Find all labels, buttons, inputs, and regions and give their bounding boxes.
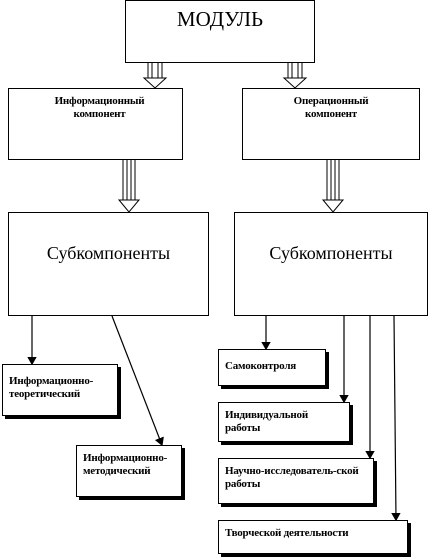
module-to-info-arrow bbox=[142, 63, 168, 89]
info-methodical-box: Информационно-методический bbox=[76, 445, 182, 497]
module-box: МОДУЛЬ bbox=[125, 0, 315, 63]
self-control-label: Самоконтроля bbox=[225, 360, 297, 372]
info-component-label: Информационный компонент bbox=[54, 95, 145, 120]
arrow-to-creative-activity bbox=[391, 315, 401, 522]
oper-to-sub-arrow bbox=[321, 160, 345, 213]
individual-work-label: Индивидуальной работы bbox=[225, 409, 308, 434]
oper-component-box: Операционный компонент bbox=[242, 88, 420, 160]
research-work-box: Научно-исследователь-ской работы bbox=[218, 458, 374, 504]
info-theoretical-box: Информационно-теоретический bbox=[2, 364, 118, 416]
subcomponents-right-label: Субкомпоненты bbox=[269, 243, 393, 263]
self-control-box: Самоконтроля bbox=[218, 349, 326, 386]
creative-activity-box: Творческой деятельности bbox=[218, 520, 408, 554]
oper-component-label: Операционный компонент bbox=[293, 95, 369, 120]
individual-work-box: Индивидуальной работы bbox=[218, 402, 350, 442]
subcomponents-left-label: Субкомпоненты bbox=[46, 243, 171, 263]
info-theoretical-label: Информационно-теоретический bbox=[9, 375, 94, 400]
info-methodical-label: Информационно-методический bbox=[83, 452, 168, 477]
info-component-box: Информационный компонент bbox=[8, 88, 183, 160]
module-label: МОДУЛЬ bbox=[176, 7, 264, 31]
info-to-sub-arrow bbox=[117, 160, 141, 213]
arrow-to-info-methodical bbox=[111, 315, 164, 447]
subcomponents-left-box: Субкомпоненты bbox=[8, 212, 209, 316]
subcomponents-right-box: Субкомпоненты bbox=[234, 212, 428, 316]
module-to-oper-arrow bbox=[282, 63, 308, 89]
research-work-label: Научно-исследователь-ской работы bbox=[225, 465, 359, 490]
creative-activity-label: Творческой деятельности bbox=[225, 527, 349, 539]
